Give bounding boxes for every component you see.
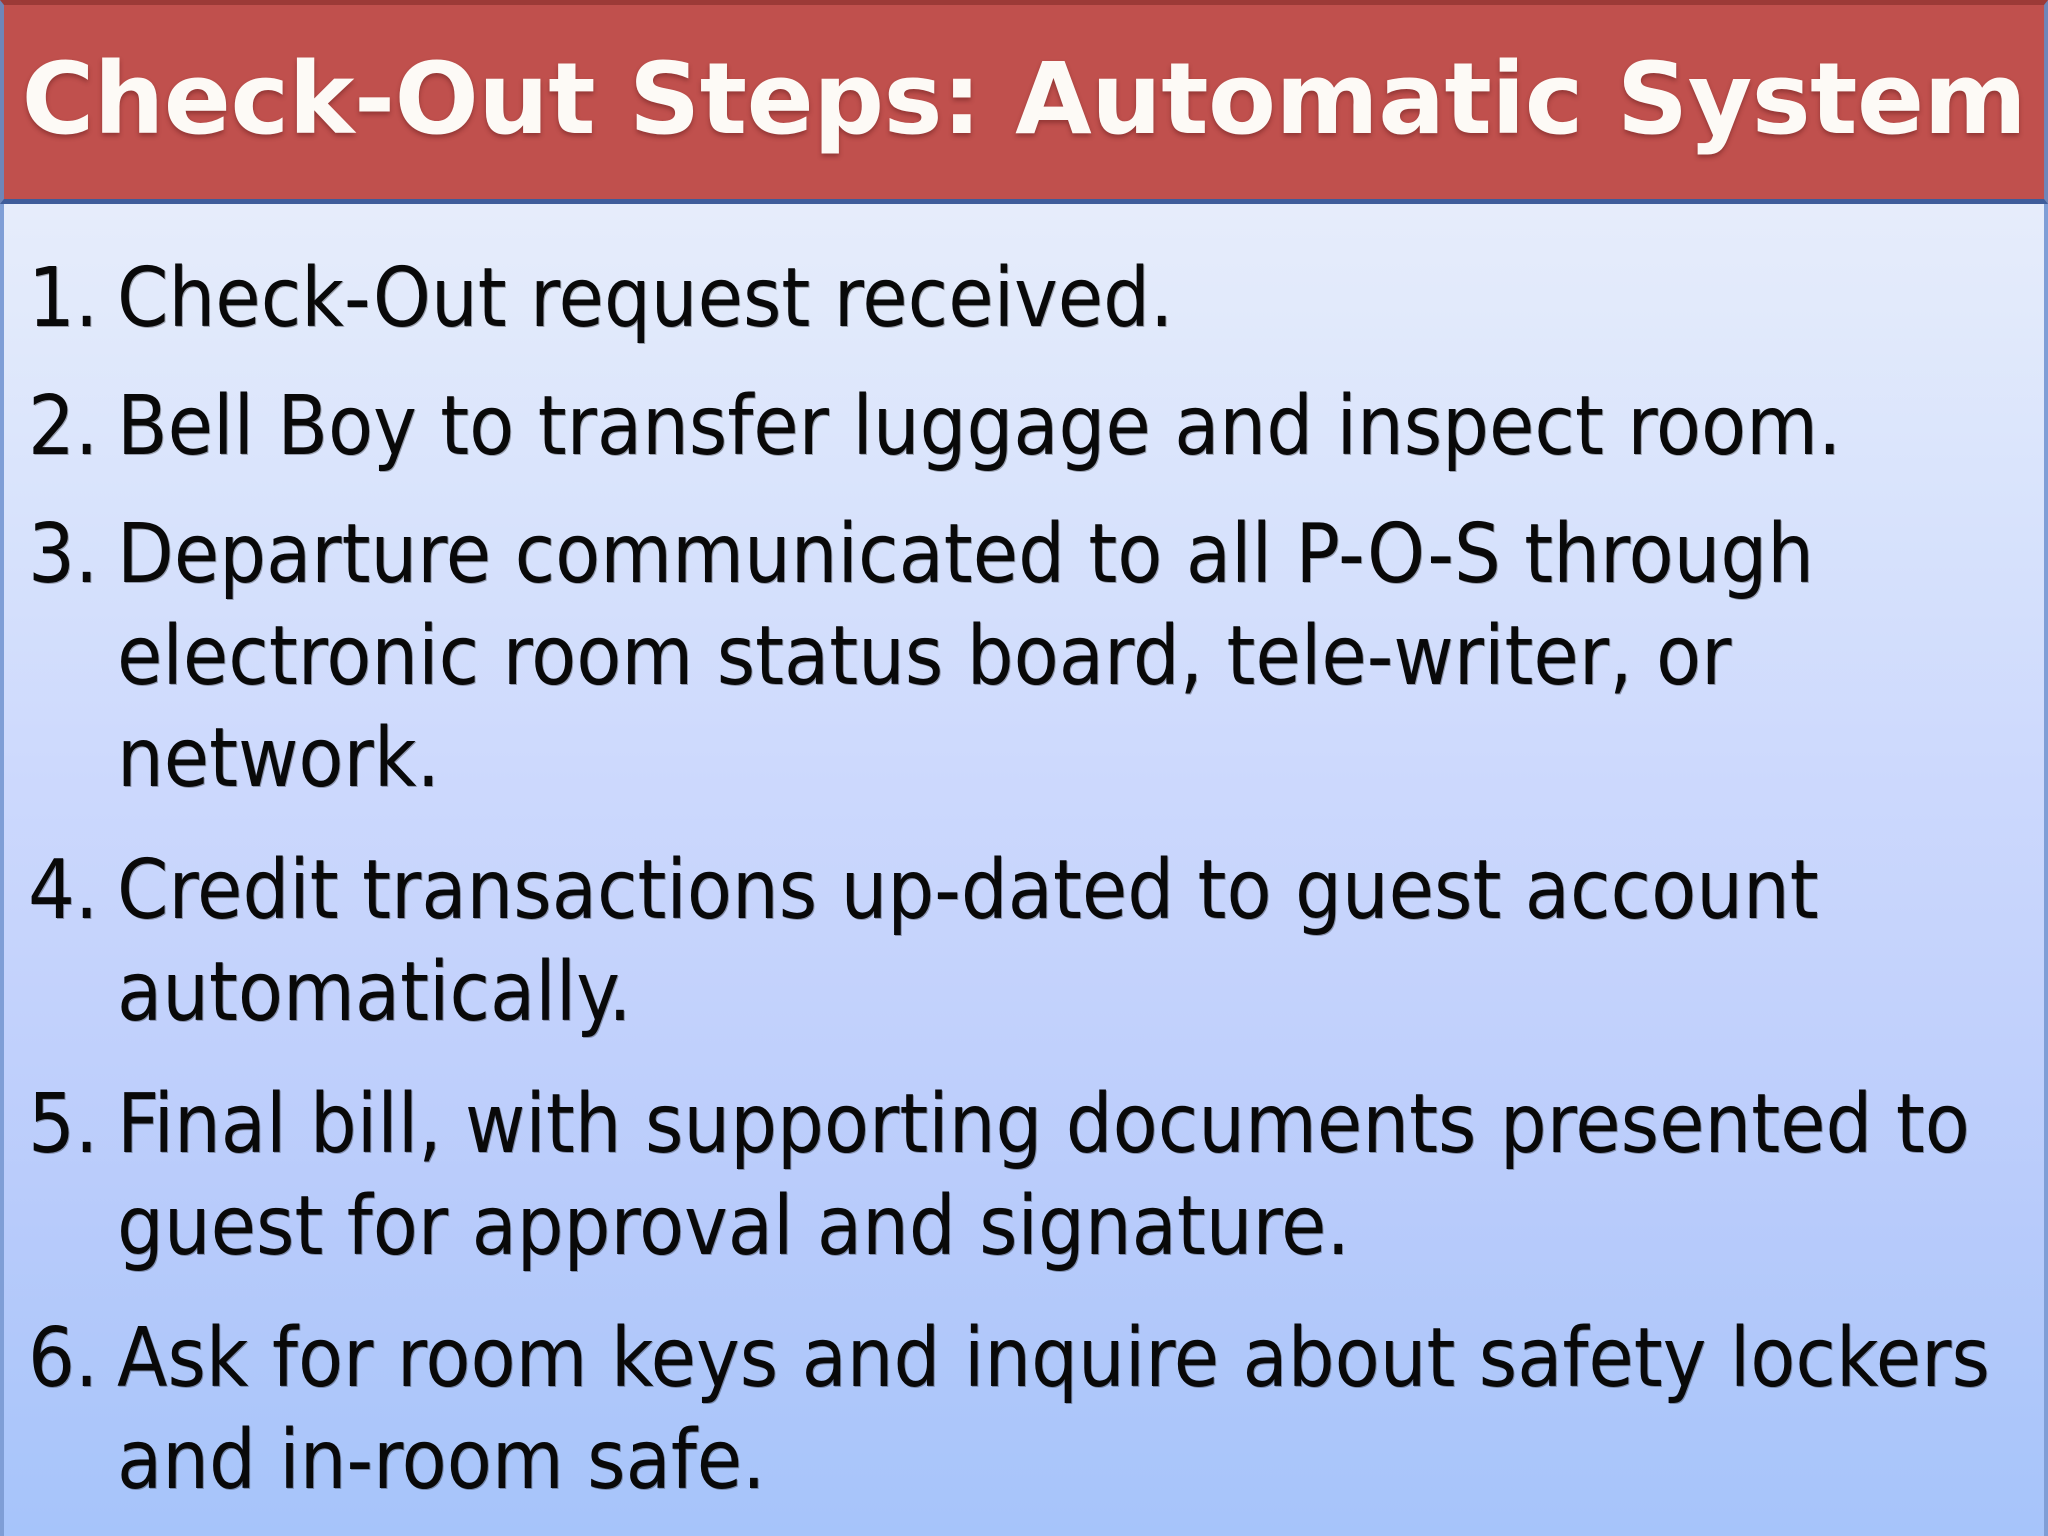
list-item: 3. Departure communicated to all P-O-S t… bbox=[4, 504, 2044, 810]
list-item: 1. Check-Out request received. bbox=[4, 248, 2044, 350]
list-item-text: Credit transactions up-dated to guest ac… bbox=[117, 843, 1819, 1040]
list-item-text: Ask for room keys and inquire about safe… bbox=[117, 1311, 1990, 1508]
list-item: 2. Bell Boy to transfer luggage and insp… bbox=[4, 376, 2044, 478]
list-item-number: 2. bbox=[28, 379, 99, 474]
list-item-number: 1. bbox=[28, 251, 99, 346]
list-item-text: Final bill, with supporting documents pr… bbox=[117, 1077, 1970, 1274]
list-item-text: Bell Boy to transfer luggage and inspect… bbox=[117, 379, 1842, 474]
list-item-text: Check-Out request received. bbox=[117, 251, 1174, 346]
slide-title: Check-Out Steps: Automatic System bbox=[21, 41, 2027, 157]
list-item-text: Departure communicated to all P-O-S thro… bbox=[117, 507, 1814, 806]
list-item: 4. Credit transactions up-dated to guest… bbox=[4, 840, 2044, 1044]
slide-title-bar: Check-Out Steps: Automatic System bbox=[0, 0, 2048, 204]
slide-body-panel: 1. Check-Out request received. 2. Bell B… bbox=[0, 204, 2048, 1536]
list-item-number: 6. bbox=[28, 1311, 99, 1406]
list-item-number: 3. bbox=[28, 507, 99, 602]
list-item-number: 4. bbox=[28, 843, 99, 938]
checkout-steps-list: 1. Check-Out request received. 2. Bell B… bbox=[4, 204, 2044, 1512]
list-item: 6. Ask for room keys and inquire about s… bbox=[4, 1308, 2044, 1512]
list-item: 5. Final bill, with supporting documents… bbox=[4, 1074, 2044, 1278]
list-item-number: 5. bbox=[28, 1077, 99, 1172]
